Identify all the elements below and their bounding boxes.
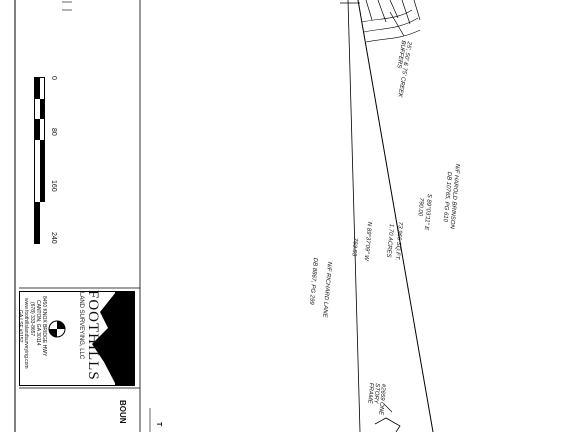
company-website: www.foothillslandsurveying.com — [23, 298, 29, 369]
logo-band — [115, 291, 135, 386]
house-label: #2659 ONE STORY FRAME — [366, 382, 386, 416]
mountain-logo-icon — [92, 292, 116, 385]
company-address2: CANTON, GA 30114 — [35, 300, 41, 346]
graphic-scale — [34, 77, 45, 244]
scale-tick-160: 160 — [50, 180, 57, 192]
scale-tick-0: 0 — [50, 76, 57, 80]
survey-target-icon — [48, 320, 66, 338]
company-address1: 8450 KNOX BRIDGE HWY — [41, 296, 47, 357]
company-phone: (678) 333-8657 — [29, 302, 35, 337]
company-subtitle: LAND SURVEYING, LLC — [78, 292, 84, 360]
company-name: FOOTHILLS — [85, 290, 101, 381]
title-t-fragment: T — [155, 422, 162, 427]
scale-tick-80: 80 — [50, 128, 57, 136]
company-license: GA LSF #1152 — [17, 310, 23, 343]
title-heading-fragment: BOUN — [118, 400, 127, 424]
scale-tick-240: 240 — [50, 232, 57, 244]
